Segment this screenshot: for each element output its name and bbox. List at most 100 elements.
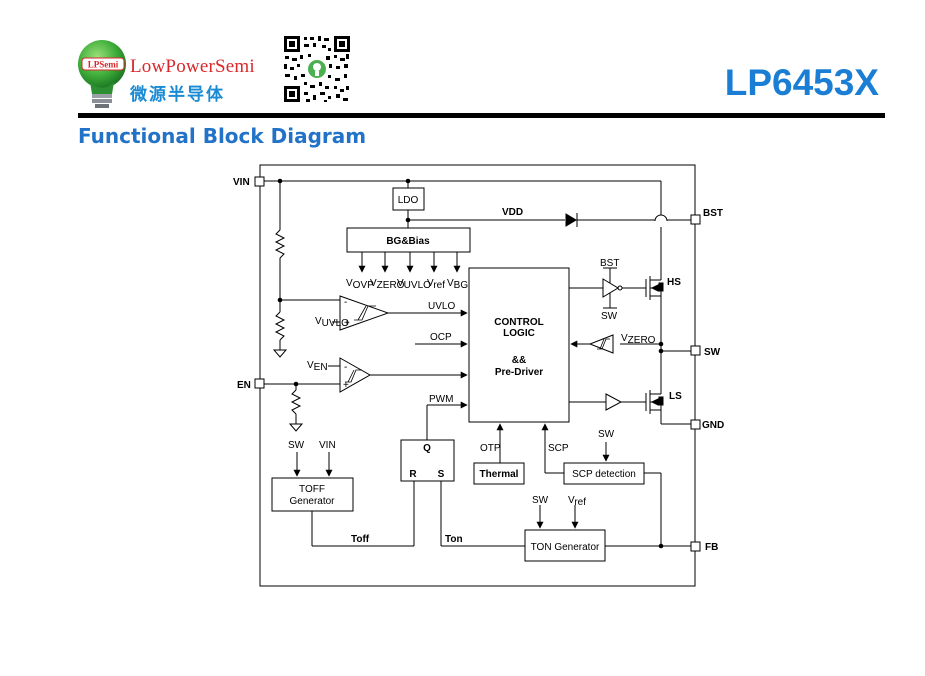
- control-logic-label-4: Pre-Driver: [495, 367, 543, 378]
- vovp-label: VOVP: [346, 278, 374, 291]
- hs-mosfet: [645, 276, 664, 300]
- latch-r-label: R: [409, 469, 417, 480]
- sw-ton-label: SW: [532, 495, 549, 506]
- scp-detection-label: SCP detection: [572, 469, 636, 480]
- en-comp-minus: -: [344, 362, 347, 373]
- pin-gnd-label: GND: [702, 420, 724, 431]
- latch-q-label: Q: [423, 443, 431, 454]
- ground-symbol-2: [288, 423, 304, 432]
- latch-s-label: S: [438, 469, 445, 480]
- uvlo-comparator: [339, 295, 390, 331]
- vovp-v: V: [346, 278, 353, 289]
- vzero-comp-label: VZERO: [621, 333, 656, 346]
- pin-en-label: EN: [237, 380, 251, 391]
- ven-label: VEN: [307, 360, 328, 373]
- hs-driver-buffer: [602, 278, 619, 298]
- ton-generator-label: TON Generator: [531, 542, 600, 553]
- resistor-top: [274, 229, 286, 259]
- zero-cross-comparator: [588, 334, 614, 354]
- logo-badge-text: LPSemi: [88, 60, 119, 70]
- brand-name-chinese: 微源半导体: [130, 85, 225, 105]
- uvlo-signal-label: UVLO: [428, 301, 455, 312]
- vin-toff-label: VIN: [319, 440, 336, 451]
- vzero-comp-v: V: [621, 333, 628, 344]
- bg-bias-label: BG&Bias: [386, 236, 430, 247]
- vovp-sub: OVP: [353, 280, 374, 291]
- ven-sub: EN: [314, 362, 328, 373]
- vbg-label: VBG: [447, 278, 468, 291]
- vref-top-label: Vref: [427, 278, 445, 291]
- pin-vin-label: VIN: [233, 177, 250, 188]
- control-logic-label-1: CONTROL: [494, 317, 543, 328]
- pin-gnd-pad: [690, 419, 701, 430]
- vuvlo-top-label: VUVLO: [397, 278, 431, 291]
- qr-code-icon: [282, 34, 352, 104]
- vuvlo-comp-label: VUVLO: [315, 316, 349, 329]
- vuvlo-top-sub: UVLO: [404, 280, 431, 291]
- pin-sw-label: SW: [704, 347, 721, 358]
- thermal-label: Thermal: [480, 469, 519, 480]
- ldo-label: LDO: [398, 195, 419, 206]
- resistor-bottom: [274, 311, 286, 341]
- pin-bst-label: BST: [703, 208, 723, 219]
- pin-sw-pad: [690, 345, 701, 356]
- vref-ton-label: Vref: [568, 495, 586, 508]
- brand-name-english: LowPowerSemi: [130, 56, 255, 77]
- vbg-sub: BG: [454, 280, 469, 291]
- pin-fb-pad: [690, 541, 701, 552]
- vref-ton-v: V: [568, 495, 575, 506]
- ton-signal-label: Ton: [445, 534, 463, 545]
- uvlo-comp-minus: -: [344, 297, 347, 308]
- chip-boundary: [259, 164, 696, 587]
- pin-bst-pad: [690, 214, 701, 225]
- toff-generator-label-2: Generator: [289, 496, 335, 507]
- ground-symbol-1: [272, 349, 288, 358]
- ven-v: V: [307, 360, 314, 371]
- hs-label: HS: [667, 277, 681, 288]
- section-title: Functional Block Diagram: [78, 124, 367, 148]
- pin-en-pad: [254, 378, 265, 389]
- vuvlo-comp-v: V: [315, 316, 322, 327]
- pin-fb-label: FB: [705, 542, 718, 553]
- vzero-comp-sub: ZERO: [628, 335, 656, 346]
- uvlo-comp-plus: +: [344, 318, 350, 329]
- control-logic-label-3: &&: [512, 355, 526, 366]
- en-resistor: [290, 389, 302, 415]
- vref-top-v: V: [427, 278, 434, 289]
- vzero-top-v: V: [370, 278, 377, 289]
- sw-driver-label: SW: [601, 311, 618, 322]
- ls-label: LS: [669, 391, 682, 402]
- toff-generator-label-1: TOFF: [299, 484, 325, 495]
- lightbulb-logo-icon: LPSemi: [78, 40, 126, 108]
- toff-signal-label: Toff: [351, 534, 370, 545]
- ls-mosfet: [645, 388, 664, 414]
- vbg-v: V: [447, 278, 454, 289]
- junction-dots: [277, 178, 664, 549]
- control-logic-block: [468, 267, 570, 423]
- vdd-label: VDD: [502, 207, 523, 218]
- company-logo: LPSemi: [78, 38, 238, 110]
- vuvlo-comp-sub: UVLO: [322, 318, 349, 329]
- thermal-block: [473, 462, 525, 485]
- sw-scp-label: SW: [598, 429, 615, 440]
- scp-signal-label: SCP: [548, 443, 569, 454]
- vuvlo-top-v: V: [397, 278, 404, 289]
- pin-vin-pad: [254, 176, 265, 187]
- vzero-top-sub: ZERO: [377, 280, 405, 291]
- bootstrap-diode: [565, 213, 577, 227]
- bst-driver-label: BST: [600, 258, 619, 269]
- sw-toff-label: SW: [288, 440, 305, 451]
- ldo-block: [392, 187, 425, 211]
- vref-ton-sub: ref: [574, 497, 586, 508]
- part-number-title: LP6453X: [724, 62, 879, 103]
- ocp-signal-label: OCP: [430, 332, 452, 343]
- en-comp-plus: +: [343, 380, 349, 391]
- pwm-signal-label: PWM: [429, 394, 453, 405]
- vzero-top-label: VZERO: [370, 278, 405, 291]
- control-logic-label-2: LOGIC: [503, 328, 535, 339]
- ls-driver-buffer: [605, 393, 623, 411]
- en-comparator: [339, 357, 372, 393]
- otp-signal-label: OTP: [480, 443, 501, 454]
- header-divider: [78, 113, 885, 118]
